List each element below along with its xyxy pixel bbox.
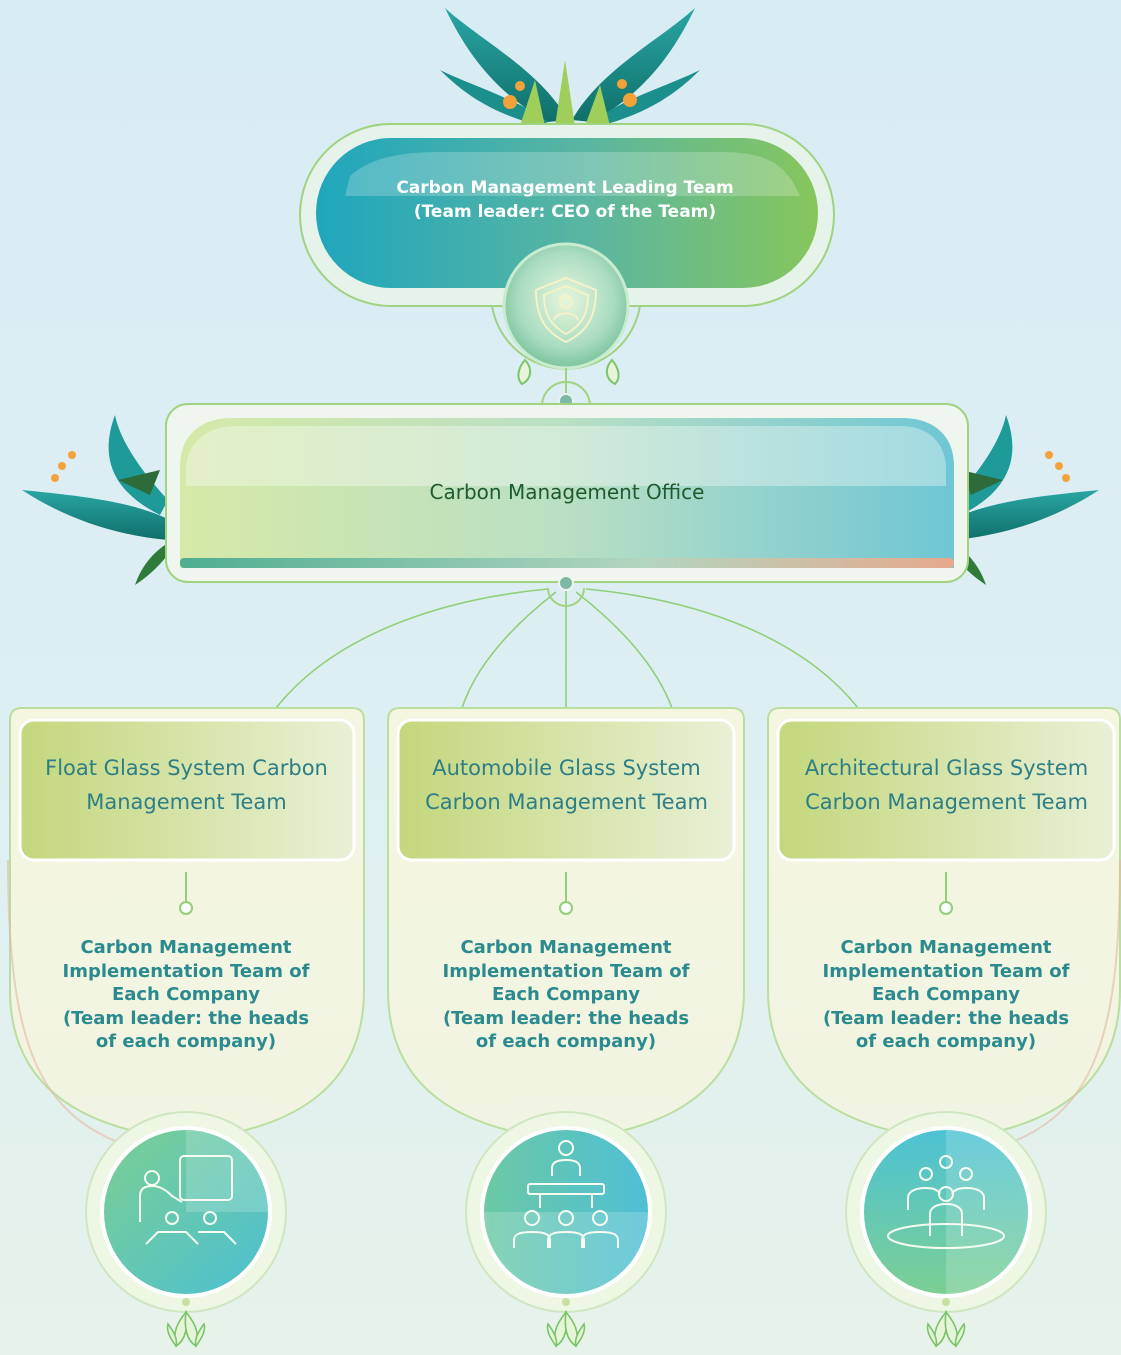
leading-team-leader: (Team leader: CEO of the Team) (413, 202, 717, 222)
leaf-decoration-icon (166, 1310, 206, 1348)
team-column-1 (7, 707, 365, 1348)
team-column-3 (767, 707, 1121, 1348)
team-1-desc-line: (Team leader: the heads (62, 1007, 310, 1029)
team-2-title-line1: Automobile Glass System (432, 756, 701, 780)
team-3-desc-line: of each company) (855, 1031, 1037, 1052)
left-foliage-decoration (22, 415, 170, 585)
leaf-decoration-icon (517, 358, 620, 386)
team-1-desc-line: Implementation Team of (62, 960, 310, 982)
team-3-title-line2: Carbon Management Team (805, 790, 1088, 814)
presentation-icon (139, 1155, 237, 1245)
team-3-desc-line: (Team leader: the heads (822, 1007, 1070, 1029)
team-2-desc-line: Each Company (491, 984, 641, 1005)
leaf-decoration-icon (546, 1310, 586, 1348)
team-column-2 (387, 707, 745, 1348)
team-1-description: Carbon Management Implementation Team of… (36, 936, 336, 1054)
team-1-title-line2: Management Team (86, 790, 287, 814)
team-2-desc-line: of each company) (475, 1031, 657, 1052)
team-3-desc-line: Each Company (871, 984, 1021, 1005)
top-foliage-decoration (440, 8, 700, 126)
team-2-desc-line: Implementation Team of (442, 960, 690, 982)
leading-orb (502, 242, 630, 370)
team-2-desc-line: (Team leader: the heads (442, 1007, 690, 1029)
meeting-icon (513, 1140, 619, 1248)
leading-team-title: Carbon Management Leading Team (396, 178, 734, 198)
team-3-desc-line: Carbon Management (840, 937, 1052, 958)
right-foliage-decoration (951, 415, 1099, 585)
leading-team-box (316, 138, 818, 288)
team-1-title: Float Glass System Carbon Management Tea… (14, 751, 359, 819)
team-2-description: Carbon Management Implementation Team of… (416, 936, 716, 1054)
office-box (180, 418, 954, 568)
team-2-desc-line: Carbon Management (460, 937, 672, 958)
team-3-desc-line: Implementation Team of (822, 960, 1070, 982)
office-label: Carbon Management Office (429, 480, 705, 504)
team-2-title-line2: Carbon Management Team (425, 790, 708, 814)
leaf-decoration-icon (926, 1310, 966, 1348)
shield-person-icon (534, 276, 598, 344)
team-1-desc-line: Carbon Management (80, 937, 292, 958)
team-2-title: Automobile Glass System Carbon Managemen… (394, 751, 739, 819)
team-1-title-line1: Float Glass System Carbon (45, 756, 328, 780)
group-icon (887, 1155, 1005, 1249)
team-3-description: Carbon Management Implementation Team of… (796, 936, 1096, 1054)
team-1-desc-line: Each Company (111, 984, 261, 1005)
team-1-desc-line: of each company) (95, 1031, 277, 1052)
leading-team-label: Carbon Management Leading Team (Team lea… (330, 176, 800, 224)
connector-lines (275, 588, 859, 709)
team-3-title: Architectural Glass System Carbon Manage… (774, 751, 1119, 819)
team-3-title-line1: Architectural Glass System (804, 756, 1089, 780)
